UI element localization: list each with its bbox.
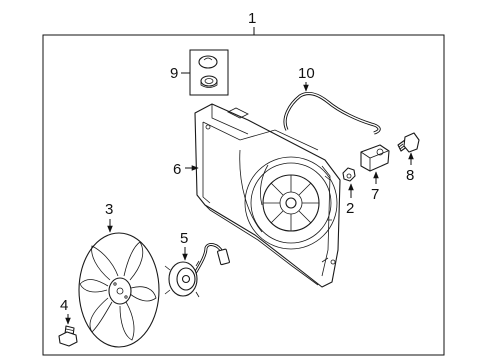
part-10-hose: [283, 91, 381, 135]
part-7-resistor: [360, 144, 390, 172]
callout-9: 9: [170, 65, 190, 82]
callout-3: 3: [105, 201, 113, 233]
assembly-frame: [42, 34, 445, 356]
part-5-fan-motor: [164, 243, 230, 298]
part-2-nut: [342, 167, 356, 182]
part-9-cap-and-clip: [189, 49, 229, 96]
part-8-bolt: [397, 132, 420, 153]
svg-text:8: 8: [406, 167, 414, 184]
svg-text:3: 3: [105, 201, 113, 218]
svg-text:4: 4: [60, 297, 68, 314]
svg-text:5: 5: [180, 230, 188, 247]
svg-text:10: 10: [298, 65, 315, 82]
callout-6: 6: [173, 161, 199, 178]
svg-text:1: 1: [248, 10, 256, 27]
callout-8: 8: [406, 152, 414, 184]
callout-5: 5: [180, 230, 188, 261]
callout-1: 1: [248, 10, 256, 35]
part-4-screw: [58, 325, 78, 347]
callout-7: 7: [371, 171, 379, 203]
svg-text:6: 6: [173, 161, 181, 178]
svg-text:2: 2: [346, 200, 354, 217]
part-3-fan-blade: [78, 232, 160, 348]
part-6-fan-shroud: [194, 103, 341, 288]
svg-text:9: 9: [170, 65, 178, 82]
callout-2: 2: [346, 183, 354, 217]
svg-text:7: 7: [371, 186, 379, 203]
callout-4: 4: [60, 297, 71, 325]
callout-10: 10: [298, 65, 315, 92]
